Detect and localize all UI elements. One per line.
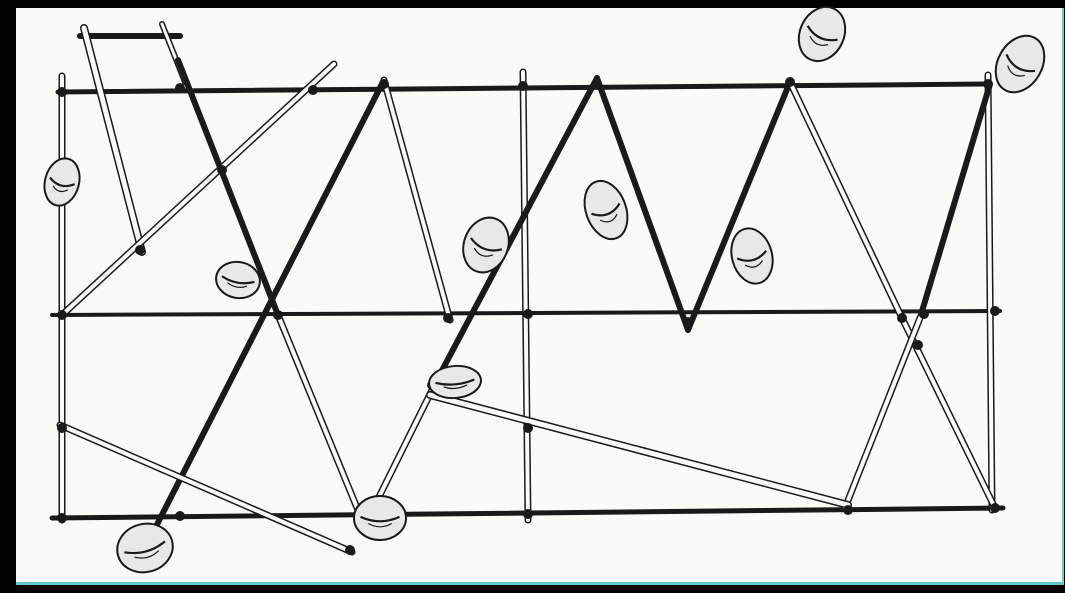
diagonal-stick-h: [370, 378, 438, 515]
lashing-knot-icon: [135, 245, 145, 255]
lashing-knot-icon: [57, 87, 67, 97]
diagonal-stick-p: [430, 395, 848, 505]
diagonal-stick-m: [920, 84, 990, 318]
cowrie-shell-icon: [456, 211, 516, 279]
cowrie-shell-icon: [577, 175, 635, 245]
cowrie-shell-icon: [39, 154, 84, 209]
lashing-knot-icon: [443, 313, 453, 323]
lashing-knot-icon: [345, 545, 355, 555]
cowrie-shell-icon: [790, 0, 854, 69]
diagonal-stick-k: [790, 82, 902, 318]
lashing-knot-icon: [523, 423, 533, 433]
diagonal-stick-c: [278, 315, 362, 520]
lashing-knot-icon: [990, 503, 1000, 513]
diagonal-stick-o: [60, 425, 352, 552]
lashing-knot-icon: [57, 423, 67, 433]
lashing-knot-icon: [683, 317, 693, 327]
lashing-knot-icon: [308, 85, 318, 95]
lashing-knot-icon: [913, 340, 923, 350]
vertical-stick-center: [523, 72, 528, 520]
cowrie-shell-icon: [725, 224, 778, 288]
cowrie-shell-icon: [354, 496, 406, 540]
lashing-knot-icon: [523, 509, 533, 519]
lashing-knot-icon: [57, 513, 67, 523]
lashing-knot-icon: [175, 511, 185, 521]
lashing-knot-icon: [523, 309, 533, 319]
lashing-knot-icon: [843, 505, 853, 515]
lashing-knot-icon: [592, 79, 602, 89]
diagonal-stick-n: [845, 318, 920, 508]
lashing-knot-icon: [175, 83, 185, 93]
lashing-knot-icon: [919, 309, 929, 319]
vertical-stick-right: [988, 75, 992, 510]
lashing-knot-icon: [990, 306, 1000, 316]
lashing-knot-icon: [217, 165, 227, 175]
cowrie-shell-icon: [428, 364, 483, 400]
cowrie-shell-icon: [112, 518, 179, 579]
diagonal-stick-f: [384, 80, 450, 320]
lashing-knot-icon: [57, 310, 67, 320]
diagonal-stick-j: [688, 82, 790, 330]
diagonal-stick-g: [438, 78, 597, 378]
lashing-knot-icon: [897, 313, 907, 323]
lashing-knot-icon: [983, 79, 993, 89]
lashing-knot-icon: [379, 79, 389, 89]
cowrie-shell-icon: [986, 27, 1054, 101]
lashing-knot-icon: [273, 310, 283, 320]
diagonal-stick-a: [84, 28, 142, 252]
lashing-knot-icon: [518, 81, 528, 91]
lashing-knot-icon: [785, 77, 795, 87]
